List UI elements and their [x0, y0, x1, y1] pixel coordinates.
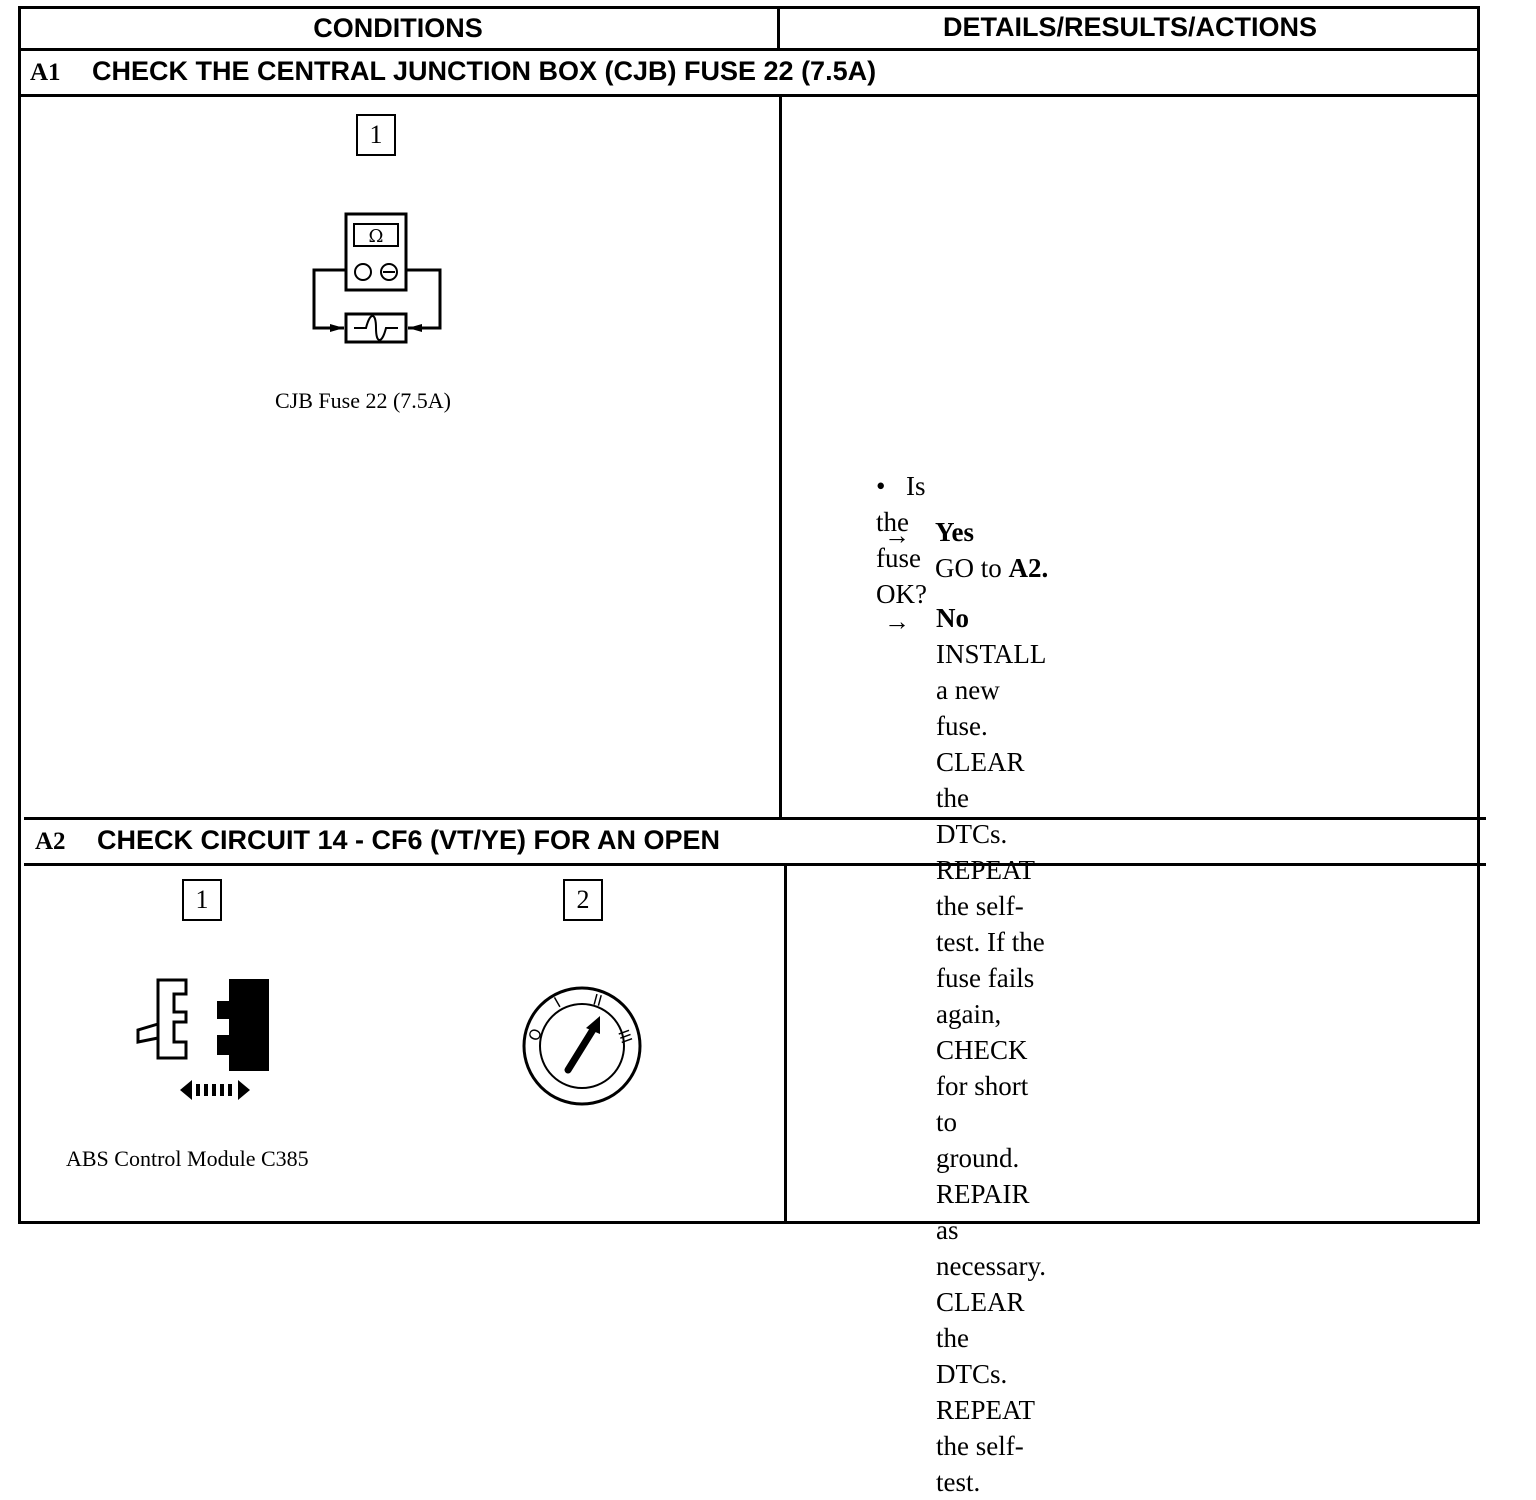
a1-step-1-caption: CJB Fuse 22 (7.5A)	[275, 388, 452, 413]
switch-position-start: III	[614, 1027, 635, 1046]
a2-title-divider	[24, 863, 1486, 866]
switch-position-accessory: I	[551, 994, 564, 1012]
step-a2-title-text: CHECK CIRCUIT 14 - CF6 (VT/YE) FOR AN OP…	[97, 825, 721, 855]
conditions-header: CONDITIONS	[313, 13, 483, 43]
bullet-icon: •	[876, 471, 886, 501]
a2-step-1-box: 1	[182, 879, 222, 921]
connector-disconnect-icon	[136, 978, 269, 1100]
switch-position-off: O	[525, 1026, 546, 1043]
step-a1-code: A1	[30, 59, 61, 86]
a2-top-divider	[24, 817, 1486, 820]
a1-no-action-line: REPEAT the self-test.	[936, 1395, 1035, 1497]
ohmmeter-fuse-icon: Ω	[312, 212, 442, 344]
a1-no-action-line: REPEAT the self-test. If the fuse fails	[936, 855, 1045, 993]
a1-column-divider	[779, 94, 782, 818]
header-column-divider	[777, 6, 780, 50]
a1-yes-action-ref: A2.	[1008, 553, 1049, 583]
header-divider	[18, 48, 1480, 51]
details-header: DETAILS/RESULTS/ACTIONS	[942, 12, 1317, 42]
ohm-symbol: Ω	[369, 226, 384, 247]
a1-title-divider	[18, 94, 1480, 97]
a1-no-label: No	[936, 603, 969, 633]
step-a2-code: A2	[35, 828, 66, 855]
switch-position-run: II	[591, 990, 604, 1010]
a2-column-divider	[784, 863, 787, 1224]
a1-answer-yes: Yes GO to A2.	[935, 514, 1048, 586]
a2-step-1-caption: ABS Control Module C385	[66, 1146, 309, 1171]
table-border	[18, 6, 1480, 1224]
step-a2-title: A2 CHECK CIRCUIT 14 - CF6 (VT/YE) FOR AN …	[35, 820, 720, 862]
a1-no-action-line: again, CHECK for short to ground.	[936, 999, 1029, 1173]
a1-question: •Is the fuse OK?	[876, 468, 927, 612]
a1-no-arrow-icon: →	[884, 607, 910, 636]
step-a1-title: A1 CHECK THE CENTRAL JUNCTION BOX (CJB) F…	[30, 51, 876, 93]
a2-step-2-box: 2	[563, 879, 603, 921]
step-a1-title-text: CHECK THE CENTRAL JUNCTION BOX (CJB) FUS…	[92, 56, 877, 86]
a1-question-text: Is the fuse OK?	[876, 471, 927, 609]
a1-yes-label: Yes	[935, 517, 974, 547]
a1-step-1-box: 1	[356, 114, 396, 156]
ignition-switch-icon: O I II III	[522, 986, 642, 1106]
a1-no-action-line: INSTALL a new fuse. CLEAR the DTCs.	[936, 639, 1046, 849]
a2-details	[788, 866, 1478, 1221]
a1-yes-arrow-icon: →	[884, 521, 910, 550]
a1-yes-action-prefix: GO to	[935, 553, 1009, 583]
